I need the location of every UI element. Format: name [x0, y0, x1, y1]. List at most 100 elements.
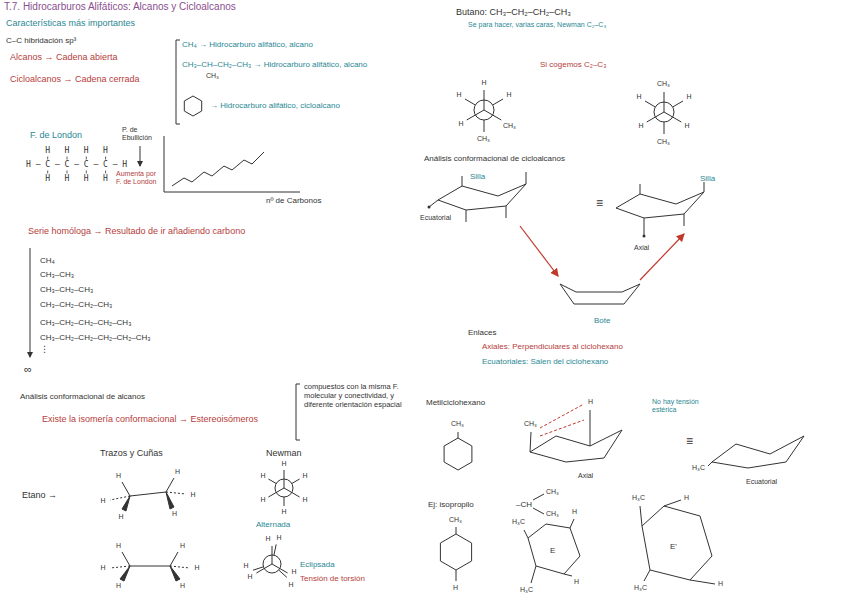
- note-text: ≡: [686, 434, 693, 448]
- note-text: H: [248, 573, 253, 581]
- note-text: Axial: [578, 472, 593, 480]
- note-text: H – C – C – C – C – H: [26, 160, 127, 170]
- note-text: H: [292, 568, 297, 576]
- note-text: Axiales: Perpendiculares al ciclohexano: [482, 342, 623, 352]
- note-text: CH₃: [546, 488, 559, 496]
- wedge-dash-structure: [166, 478, 174, 492]
- note-text: H: [244, 562, 249, 570]
- newman-projection: [292, 479, 300, 484]
- newman-projection: [279, 570, 287, 577]
- note-text: H₃C: [634, 584, 647, 592]
- note-text: H: [303, 472, 308, 480]
- chair-conformation: [590, 410, 591, 446]
- formula-bond: [67, 157, 68, 160]
- note-text: Se para hacer, varias caras, Newman C₂–C…: [468, 21, 606, 29]
- note-text: H: [119, 513, 124, 521]
- note-text: H: [116, 472, 121, 480]
- chair-conformation: [642, 506, 712, 580]
- newman-projection: [465, 99, 475, 105]
- note-text: H H H H: [26, 146, 108, 156]
- bracket: [176, 40, 300, 440]
- chair-conformation: [640, 506, 642, 526]
- wedge-dash-structure: [120, 566, 130, 581]
- note-text: H: [507, 91, 512, 99]
- arrow: [140, 146, 141, 166]
- note-text: H: [685, 122, 690, 130]
- note-text: H: [261, 496, 266, 504]
- graph-axes: [164, 136, 300, 192]
- note-text: H: [282, 460, 287, 468]
- newman-projection: [673, 101, 683, 107]
- chair-conformation: [533, 494, 544, 500]
- chair-conformation: [530, 430, 622, 462]
- note-text: H₃C: [512, 518, 525, 526]
- newman-projection: [268, 479, 276, 484]
- note-text: CH₄ → Hidrocarburo alifático, alcano: [182, 40, 313, 50]
- note-text: CH₃–CH₂–CH₂–CH₂–CH₂–CH₃: [40, 333, 151, 343]
- chair-conformation: [684, 214, 685, 226]
- cyclohexane-ring: [184, 96, 201, 116]
- note-text: CH₃: [206, 72, 219, 80]
- note-text: H: [637, 93, 642, 101]
- note-text: H: [303, 496, 308, 504]
- note-text: Ej: isopropilo: [428, 500, 474, 510]
- formula-bond: [47, 157, 48, 160]
- newman-projection: [274, 544, 276, 555]
- chair-conformation: [530, 432, 531, 452]
- formula-bond: [47, 171, 48, 174]
- wedge-dash-structure: [170, 566, 180, 581]
- note-text: H: [639, 122, 644, 130]
- chair-conformation: [444, 438, 472, 470]
- note-text: Trazos y Cuñas: [100, 448, 163, 459]
- chair-conformation: [531, 566, 536, 583]
- chair-conformation: [526, 172, 527, 184]
- newman-projection: [664, 112, 681, 122]
- note-text: Ecuatoriales: Salen del ciclohexano: [482, 357, 608, 367]
- note-text: H: [266, 535, 271, 543]
- note-text: Existe la isomería conformacional → Este…: [42, 414, 258, 425]
- note-text: H: [282, 508, 287, 516]
- chair-conformation: [644, 570, 650, 581]
- formula-bond: [105, 171, 106, 174]
- bond-dot: [428, 206, 431, 209]
- graph-axes: [164, 136, 300, 192]
- note-text: H: [277, 534, 282, 542]
- newman-projection: [493, 99, 503, 105]
- chair-conformation: [456, 527, 457, 534]
- wedge-dash-structure: [110, 478, 190, 581]
- chair-conformation: [429, 172, 804, 584]
- note-text: H: [116, 542, 121, 550]
- note-text: H₃C: [520, 586, 533, 594]
- bond-dot: [643, 235, 646, 238]
- note-text: Serie homóloga → Resultado de ir añadien…: [28, 226, 245, 237]
- note-text: Enlaces: [468, 328, 496, 338]
- note-text: H: [482, 79, 487, 87]
- interconversion-arrow: [640, 234, 684, 280]
- note-text: ≡: [596, 196, 603, 210]
- wedge-dash-structure: [170, 552, 178, 566]
- chair-conformation: [560, 284, 640, 304]
- note-text: H: [191, 491, 196, 499]
- chair-conformation: [458, 432, 459, 438]
- wedge-dash-structure: [166, 492, 186, 494]
- note-text: E': [670, 542, 677, 552]
- note-text: Bote: [594, 316, 610, 326]
- wedge-dash-structure: [122, 496, 130, 511]
- note-text: H: [459, 120, 464, 128]
- chair-conformation: [570, 519, 574, 528]
- chair-conformation: [524, 530, 528, 538]
- wedge-dash-structure: [110, 566, 130, 568]
- newman-projection: [272, 546, 273, 564]
- formula-bond: [105, 157, 106, 160]
- note-text: Si cogemos C₂–C₃: [540, 60, 606, 70]
- note-text: Aumenta por F. de London: [116, 170, 160, 187]
- note-text: CH₃–CH₂–CH₃: [40, 285, 93, 295]
- note-text: nº de Carbonos: [266, 196, 321, 206]
- note-text: H: [588, 398, 593, 406]
- chair-conformation: [564, 574, 572, 576]
- note-text: Axial: [634, 244, 649, 252]
- wedge-dash-structure: [130, 492, 166, 496]
- note-text: No hay tensión estérica: [652, 398, 716, 415]
- note-text: CH₃: [524, 420, 537, 428]
- note-text: Ecuatorial: [420, 214, 451, 222]
